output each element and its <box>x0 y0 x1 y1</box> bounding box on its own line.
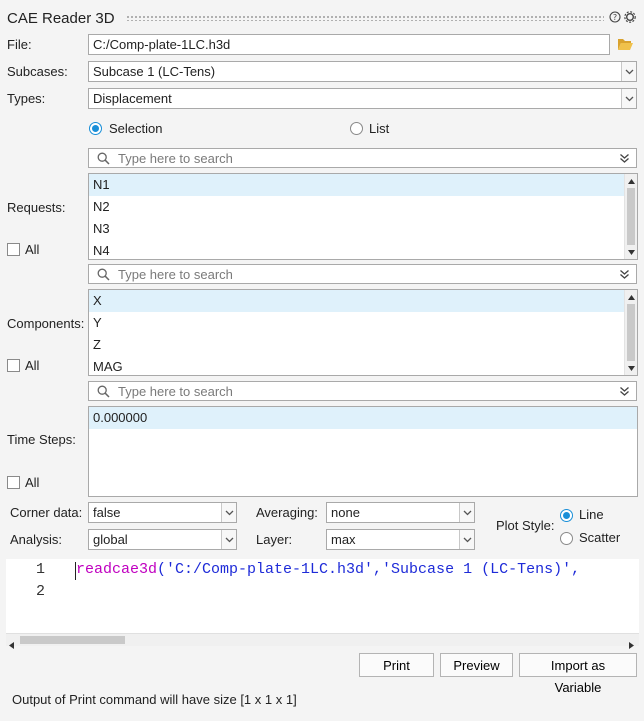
types-value: Displacement <box>93 91 172 106</box>
timesteps-search-input[interactable]: Type here to search <box>88 381 637 401</box>
list-item[interactable]: N1 <box>89 174 637 196</box>
chevron-down-icon <box>221 503 236 522</box>
search-placeholder: Type here to search <box>118 267 233 282</box>
list-item[interactable]: Y <box>93 315 102 330</box>
components-label: Components: <box>7 316 85 331</box>
layer-value: max <box>331 532 356 547</box>
chevron-down-icon <box>459 503 474 522</box>
components-list[interactable]: X Y Z MAG <box>88 289 638 376</box>
requests-scrollbar[interactable] <box>624 174 637 259</box>
plot-style-scatter-radio[interactable] <box>560 532 573 545</box>
editor-horizontal-scrollbar[interactable] <box>6 633 639 649</box>
corner-data-value: false <box>93 505 121 520</box>
text-cursor <box>75 562 76 580</box>
list-item[interactable]: X <box>89 290 637 312</box>
title-grip[interactable] <box>126 15 604 21</box>
scroll-up-icon[interactable] <box>625 291 637 303</box>
corner-data-dropdown[interactable]: false <box>88 502 237 523</box>
requests-all-label: All <box>25 242 40 257</box>
requests-list[interactable]: N1 N2 N3 N4 <box>88 173 638 260</box>
requests-all-checkbox[interactable] <box>7 243 20 256</box>
selection-radio[interactable] <box>89 122 102 135</box>
list-radio[interactable] <box>350 122 363 135</box>
selection-radio-label: Selection <box>109 121 163 136</box>
chevron-down-icon <box>459 530 474 549</box>
plot-style-line-label: Line <box>579 507 604 522</box>
help-icon[interactable]: ? <box>609 11 621 26</box>
list-item[interactable]: N4 <box>93 243 110 258</box>
list-item[interactable]: 0.000000 <box>89 407 637 429</box>
window-title: CAE Reader 3D <box>7 10 115 27</box>
preview-button[interactable]: Preview <box>440 653 513 677</box>
averaging-label: Averaging: <box>256 505 318 520</box>
list-radio-label: List <box>369 121 390 136</box>
list-item[interactable]: Z <box>93 337 101 352</box>
double-chevron-down-icon[interactable] <box>619 385 630 400</box>
svg-text:?: ? <box>613 13 617 22</box>
print-button[interactable]: Print <box>359 653 434 677</box>
scroll-left-icon[interactable] <box>9 637 14 652</box>
time-steps-all-checkbox[interactable] <box>7 476 20 489</box>
time-steps-label: Time Steps: <box>7 432 76 447</box>
line-number: 1 <box>36 561 46 578</box>
search-icon <box>97 268 110 284</box>
code-arguments: ('C:/Comp-plate-1LC.h3d','Subcase 1 (LC-… <box>157 561 581 578</box>
double-chevron-down-icon[interactable] <box>619 268 630 283</box>
subcases-dropdown[interactable]: Subcase 1 (LC-Tens) <box>88 61 637 82</box>
requests-label: Requests: <box>7 200 66 215</box>
scroll-right-icon[interactable] <box>629 637 634 652</box>
types-dropdown[interactable]: Displacement <box>88 88 637 109</box>
file-path-input[interactable]: C:/Comp-plate-1LC.h3d <box>88 34 610 55</box>
types-label: Types: <box>7 91 46 106</box>
folder-open-icon[interactable] <box>617 37 634 54</box>
time-steps-list[interactable]: 0.000000 <box>88 406 638 497</box>
chevron-down-icon <box>621 89 636 108</box>
components-search-input[interactable]: Type here to search <box>88 264 637 284</box>
layer-label: Layer: <box>256 532 293 547</box>
code-line-1: readcae3d('C:/Comp-plate-1LC.h3d','Subca… <box>76 561 580 578</box>
analysis-dropdown[interactable]: global <box>88 529 237 550</box>
plot-style-label: Plot Style: <box>496 518 555 533</box>
settings-icon[interactable] <box>624 11 636 26</box>
import-as-variable-button[interactable]: Import as Variable <box>519 653 637 695</box>
averaging-value: none <box>331 505 360 520</box>
search-placeholder: Type here to search <box>118 151 233 166</box>
search-placeholder: Type here to search <box>118 384 233 399</box>
command-editor[interactable]: 1 2 readcae3d('C:/Comp-plate-1LC.h3d','S… <box>6 559 639 633</box>
components-all-checkbox[interactable] <box>7 359 20 372</box>
time-steps-all-label: All <box>25 475 40 490</box>
scroll-down-icon[interactable] <box>625 246 637 258</box>
file-label: File: <box>7 37 32 52</box>
scroll-down-icon[interactable] <box>625 362 637 374</box>
subcases-value: Subcase 1 (LC-Tens) <box>93 64 216 79</box>
components-all-label: All <box>25 358 40 373</box>
search-icon <box>97 385 110 401</box>
list-item[interactable]: MAG <box>93 359 123 374</box>
list-item[interactable]: N3 <box>93 221 110 236</box>
analysis-value: global <box>93 532 128 547</box>
status-text: Output of Print command will have size [… <box>12 692 297 707</box>
scroll-thumb[interactable] <box>20 636 125 644</box>
line-number: 2 <box>36 583 46 600</box>
list-item[interactable]: N2 <box>93 199 110 214</box>
plot-style-line-radio[interactable] <box>560 509 573 522</box>
components-scrollbar[interactable] <box>624 290 637 375</box>
analysis-label: Analysis: <box>10 532 63 547</box>
chevron-down-icon <box>621 62 636 81</box>
averaging-dropdown[interactable]: none <box>326 502 475 523</box>
double-chevron-down-icon[interactable] <box>619 152 630 167</box>
plot-style-scatter-label: Scatter <box>579 530 621 545</box>
corner-data-label: Corner data: <box>10 505 83 520</box>
subcases-label: Subcases: <box>7 64 68 79</box>
layer-dropdown[interactable]: max <box>326 529 475 550</box>
scroll-up-icon[interactable] <box>625 175 637 187</box>
chevron-down-icon <box>221 530 236 549</box>
search-icon <box>97 152 110 168</box>
code-function: readcae3d <box>76 561 158 578</box>
requests-search-input[interactable]: Type here to search <box>88 148 637 168</box>
